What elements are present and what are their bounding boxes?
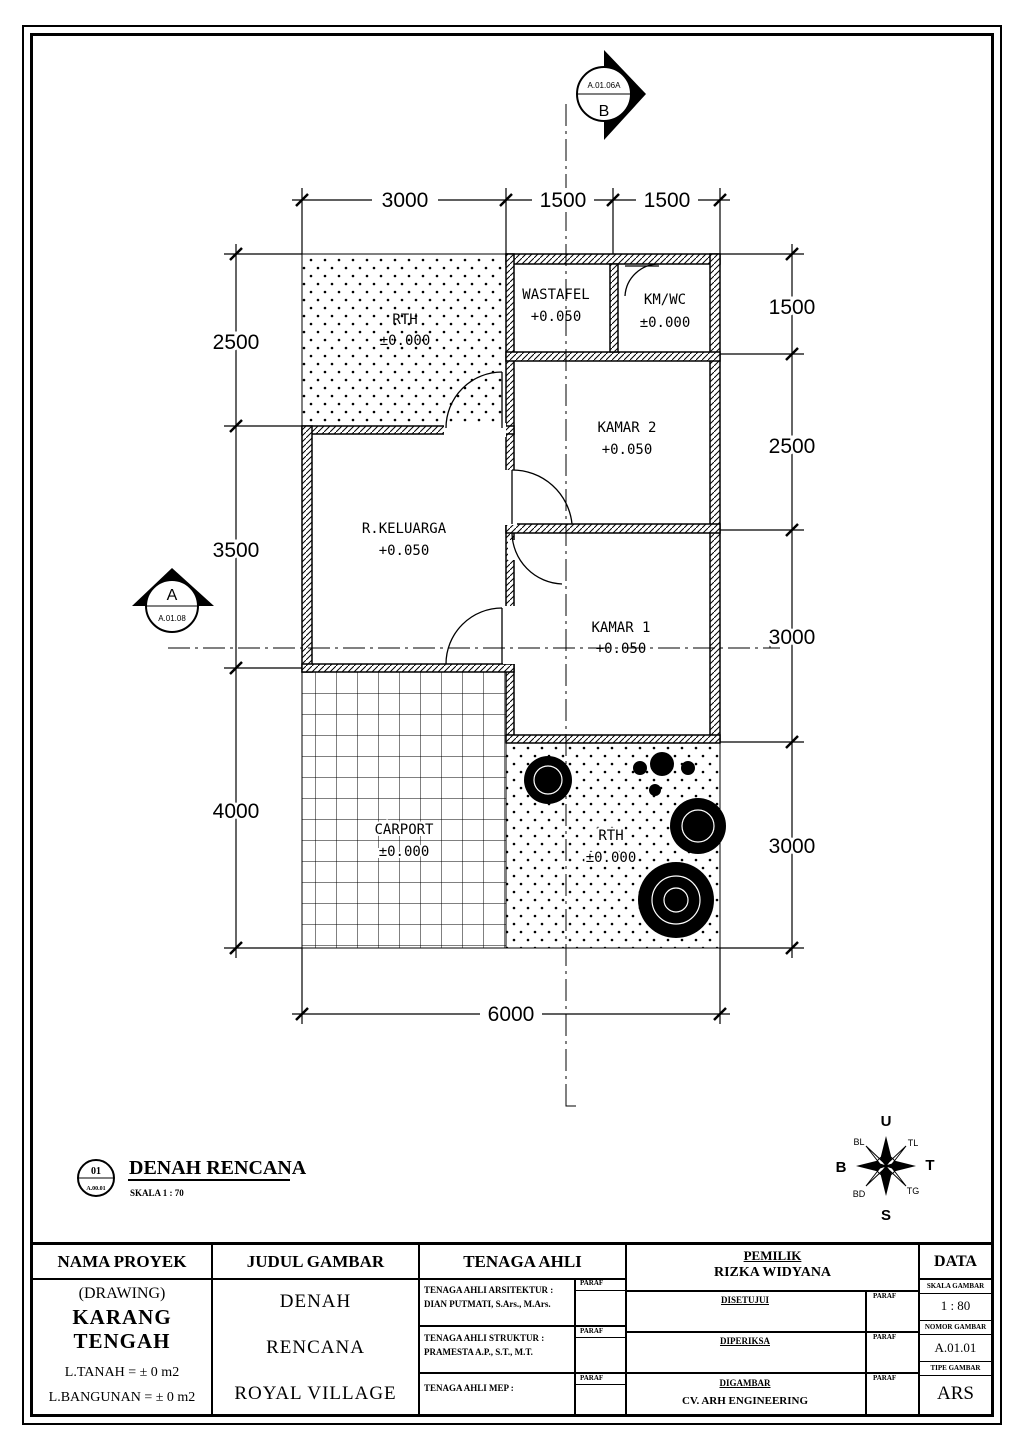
nama-proyek-header: NAMA PROYEK: [33, 1245, 211, 1280]
pemilik-column: PEMILIK RIZKA WIDYANA DISETUJUI DIPERIKS…: [627, 1245, 920, 1414]
dim-bottom: 6000: [488, 1003, 535, 1026]
room-kamar1-name: KAMAR 1: [591, 620, 650, 636]
diperiksa-label: DIPERIKSA: [719, 1336, 770, 1346]
dim-top-1: 3000: [382, 189, 429, 212]
dim-right-1: 1500: [769, 296, 816, 319]
pemilik-name: RIZKA WIDYANA: [713, 1265, 832, 1280]
drawing-title-text: DENAH RENCANA: [129, 1157, 307, 1179]
dim-right-3: 3000: [769, 626, 816, 649]
pemilik-paraf-2: PARAF: [873, 1333, 897, 1341]
arsitektur-label: TENAGA AHLI ARSITEKTUR :: [424, 1285, 554, 1295]
room-keluarga-level: +0.050: [379, 543, 430, 559]
dim-left-2: 3500: [213, 539, 260, 562]
compass-ne: TL: [908, 1138, 919, 1148]
pemilik-paraf-1: PARAF: [873, 1292, 897, 1300]
data-column: DATA SKALA GAMBAR 1 : 80 NOMOR GAMBAR A.…: [920, 1245, 991, 1414]
data-header: DATA: [920, 1245, 991, 1280]
sheet-border-outer: [22, 25, 1002, 1425]
section-marker-a: A A.01.08: [132, 568, 214, 633]
room-kamar2-name: KAMAR 2: [597, 420, 656, 436]
drawing-ref: A.00.01: [86, 1186, 105, 1192]
room-wastafel-level: +0.050: [531, 309, 582, 325]
judul-line1: DENAH: [279, 1291, 352, 1312]
dim-right-2: 2500: [769, 435, 816, 458]
skala-label: SKALA GAMBAR: [926, 1282, 985, 1290]
room-rth-top-level: ±0.000: [380, 333, 431, 349]
tenaga-ahli-header: TENAGA AHLI: [420, 1245, 625, 1280]
section-a-letter: A: [167, 587, 178, 604]
paraf-3: PARAF: [580, 1374, 604, 1382]
nama-proyek-line2: KARANG: [72, 1305, 172, 1329]
room-keluarga-name: R.KELUARGA: [362, 521, 447, 537]
compass-w: B: [836, 1159, 847, 1176]
room-rth-bottom-level: ±0.000: [586, 850, 637, 866]
arsitektur-name: DIAN PUTMATI, S.Ars., M.Ars.: [424, 1299, 551, 1309]
section-b-ref: A.01.06A: [588, 81, 622, 90]
nama-proyek-line3: TENGAH: [73, 1329, 171, 1353]
section-b-letter: B: [599, 103, 610, 120]
tipe-label: TIPE GAMBAR: [930, 1364, 981, 1372]
struktur-name: PRAMESTA A.P., S.T., M.T.: [424, 1347, 533, 1357]
l-tanah: L.TANAH = ± 0 m2: [64, 1365, 180, 1380]
pemilik-paraf-3: PARAF: [873, 1374, 897, 1382]
judul-line2: RENCANA: [266, 1337, 365, 1358]
nomor-value: A.01.01: [934, 1340, 977, 1355]
disetujui-label: DISETUJUI: [720, 1295, 769, 1305]
compass-e: T: [925, 1157, 934, 1174]
room-carport-name: CARPORT: [374, 822, 434, 838]
judul-gambar-header: JUDUL GAMBAR: [213, 1245, 418, 1280]
compass-sw: BD: [853, 1189, 866, 1199]
paraf-1: PARAF: [580, 1279, 604, 1287]
drawing-title: 01 A.00.01 DENAH RENCANA SKALA 1 : 70: [77, 1157, 307, 1198]
compass-rose-icon: U S B T BL TL BD TG: [836, 1113, 935, 1224]
carport-fill: [301, 667, 507, 949]
section-marker-b: A.01.06A B: [576, 50, 646, 140]
room-kmwc-name: KM/WC: [644, 292, 686, 308]
section-a-ref: A.01.08: [158, 614, 186, 623]
dim-top-2: 1500: [540, 189, 587, 212]
room-kamar1-level: +0.050: [596, 641, 647, 657]
room-wastafel-name: WASTAFEL: [522, 287, 589, 303]
compass-n: U: [881, 1113, 892, 1130]
room-rth-top-name: RTH: [392, 312, 417, 328]
title-block: NAMA PROYEK (DRAWING) KARANG TENGAH L.TA…: [33, 1242, 991, 1414]
floor-plan: A.01.06A B A A.01.08 3000: [77, 50, 935, 1224]
dim-top-3: 1500: [644, 189, 691, 212]
plants: [524, 752, 726, 938]
judul-gambar-column: JUDUL GAMBAR DENAH RENCANA ROYAL VILLAGE: [213, 1245, 420, 1414]
digambar-name: CV. ARH ENGINEERING: [681, 1395, 809, 1407]
dim-left-1: 2500: [213, 331, 260, 354]
drawing-scale: SKALA 1 : 70: [130, 1188, 184, 1198]
room-carport-level: ±0.000: [379, 844, 430, 860]
room-rth-bottom-name: RTH: [598, 828, 623, 844]
nama-proyek-column: NAMA PROYEK (DRAWING) KARANG TENGAH L.TA…: [33, 1245, 213, 1414]
compass-s: S: [881, 1207, 891, 1224]
paraf-2: PARAF: [580, 1327, 604, 1335]
nama-proyek-line1: (DRAWING): [78, 1285, 166, 1302]
room-kmwc-level: ±0.000: [640, 315, 691, 331]
mep-label: TENAGA AHLI MEP :: [424, 1383, 514, 1393]
digambar-label: DIGAMBAR: [719, 1378, 771, 1388]
rth-top-fill: [302, 254, 506, 426]
struktur-label: TENAGA AHLI STRUKTUR :: [424, 1333, 545, 1343]
doors: [445, 263, 660, 665]
compass-se: TG: [907, 1186, 920, 1196]
tenaga-ahli-column: TENAGA AHLI TENAGA AHLI ARSITEKTUR : DIA…: [420, 1245, 627, 1414]
judul-line3: ROYAL VILLAGE: [234, 1383, 397, 1404]
skala-value: 1 : 80: [940, 1298, 971, 1313]
nomor-label: NOMOR GAMBAR: [924, 1323, 987, 1331]
l-bangunan: L.BANGUNAN = ± 0 m2: [48, 1390, 196, 1405]
dim-right-4: 3000: [769, 835, 816, 858]
room-kamar2-level: +0.050: [602, 442, 653, 458]
dim-left-3: 4000: [213, 800, 260, 823]
sheet-border-inner: [30, 33, 994, 1417]
pemilik-header: PEMILIK: [743, 1248, 802, 1263]
drawing-number: 01: [91, 1166, 101, 1177]
tipe-value: ARS: [937, 1383, 974, 1404]
compass-nw: BL: [853, 1137, 864, 1147]
